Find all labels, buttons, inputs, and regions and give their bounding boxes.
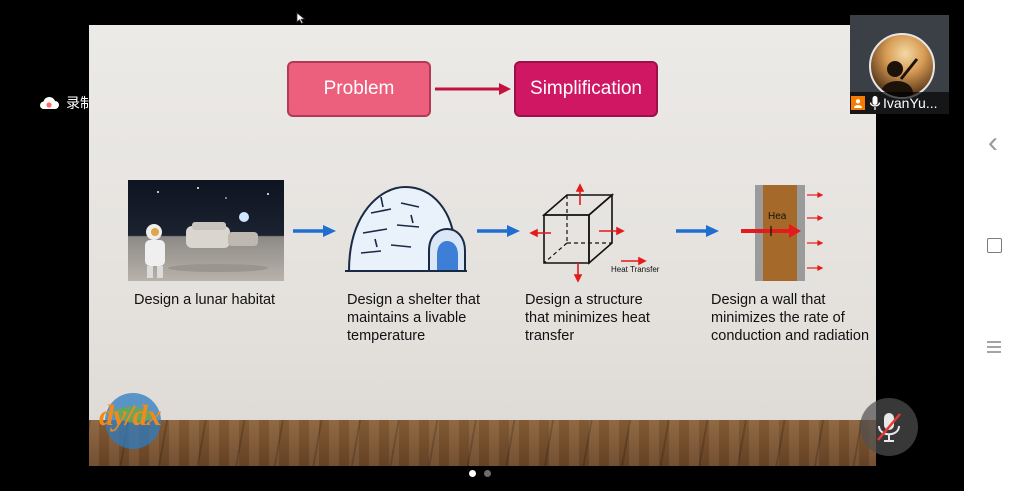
- blue-arrow-2: [477, 225, 520, 237]
- lunar-habitat-image: [128, 180, 284, 281]
- problem-box: Problem: [287, 61, 431, 117]
- problem-label: Problem: [323, 78, 395, 99]
- participant-name: IvanYu...: [883, 95, 938, 111]
- participant-name-bar: IvanYu...: [850, 92, 949, 114]
- microphone-icon: [869, 96, 881, 110]
- problem-to-simplification-arrow: [435, 83, 511, 95]
- page-dot-2[interactable]: [484, 470, 491, 477]
- presentation-slide: Problem Simplification: [89, 25, 876, 466]
- heat-transfer-cube-diagram: [529, 183, 647, 283]
- mouse-cursor-icon: [296, 12, 306, 24]
- caption-structure: Design a structure that minimizes heat t…: [525, 292, 650, 344]
- caption-shelter: Design a shelter that maintains a livabl…: [347, 292, 480, 344]
- wall-heat-label: Hea: [768, 211, 787, 222]
- cloud-record-icon: [40, 96, 59, 109]
- participant-video-tile[interactable]: IvanYu...: [850, 15, 949, 114]
- wood-floor-decoration: [89, 420, 876, 466]
- caption-lunar-habitat: Design a lunar habitat: [134, 292, 276, 308]
- dydx-logo: dy/dx: [97, 383, 167, 455]
- host-badge-icon: [851, 96, 865, 110]
- caption-wall: Design a wall that minimizes the rate of…: [711, 292, 870, 344]
- logo-text: dy/dx: [99, 399, 162, 432]
- page-indicator: [469, 464, 499, 482]
- microphone-muted-icon: [877, 413, 901, 442]
- simplification-label: Simplification: [530, 78, 642, 99]
- page-dot-1[interactable]: [469, 470, 476, 477]
- system-navigation-bar: ‹: [964, 0, 1024, 491]
- blue-arrow-3: [676, 225, 719, 237]
- wall-conduction-diagram: [741, 185, 824, 281]
- home-square-icon[interactable]: [987, 238, 1002, 253]
- mute-microphone-button[interactable]: [860, 398, 918, 456]
- blue-arrow-1: [293, 225, 336, 237]
- igloo-illustration: [345, 185, 467, 272]
- heat-transfer-label: Heat Transfer: [611, 265, 660, 274]
- simplification-box: Simplification: [514, 61, 658, 117]
- back-nav-button[interactable]: ‹: [988, 126, 998, 159]
- participant-avatar: [869, 33, 935, 99]
- menu-lines-icon[interactable]: [986, 340, 1002, 354]
